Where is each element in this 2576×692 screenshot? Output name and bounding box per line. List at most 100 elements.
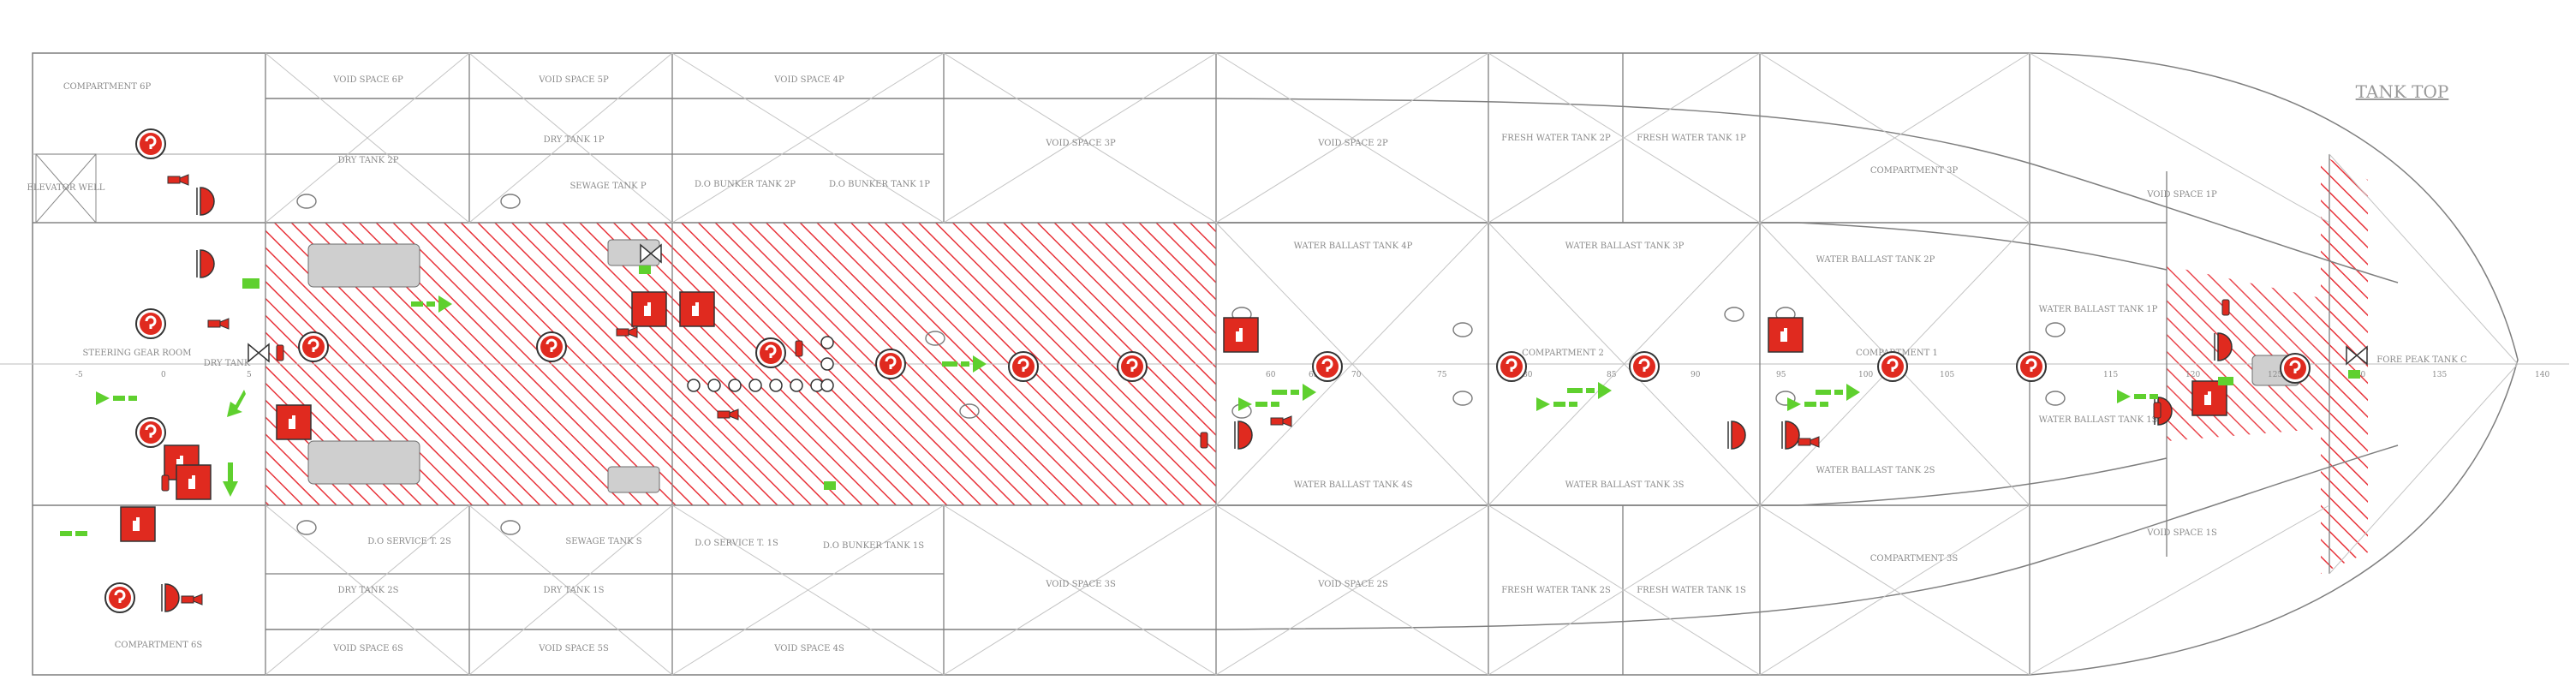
valve-icon — [728, 379, 742, 392]
fire-hose-icon — [717, 409, 739, 421]
main-engine-port — [307, 243, 420, 288]
frame-tick: 90 — [1690, 371, 1701, 379]
port-inner-hull — [265, 98, 2399, 283]
alarm-bell-icon — [2214, 332, 2233, 361]
label-void-space-3s: VOID SPACE 3S — [1045, 580, 1116, 589]
valve-icon — [2346, 345, 2368, 366]
label-void-space-1p: VOID SPACE 1P — [2146, 190, 2217, 200]
hull-structure — [0, 52, 2569, 676]
fire-detector-icon — [1877, 351, 1908, 382]
stbd-inner-hull — [265, 444, 2399, 630]
fire-hose-icon — [167, 174, 189, 186]
fire-detector-icon — [1008, 351, 1039, 382]
label-water-ballast-tank-3p: WATER BALLAST TANK 3P — [1565, 242, 1685, 251]
wing-tank-stbd — [1216, 457, 2168, 506]
label-fresh-water-tank-2p: FRESH WATER TANK 2P — [1501, 134, 1611, 143]
frame-tick: 70 — [1351, 371, 1362, 379]
escape-arrow-icon — [1787, 397, 1828, 411]
escape-arrow-icon — [1536, 397, 1577, 411]
label-dry-tank-1p: DRY TANK 1P — [544, 135, 605, 145]
escape-sign-icon — [2218, 377, 2233, 385]
x-line — [2329, 153, 2519, 365]
escape-arrow-icon — [1272, 384, 1316, 401]
fire-extinguisher-icon — [2221, 299, 2230, 316]
label-do-bunker-tank-1s: D.O BUNKER TANK 1S — [823, 541, 924, 551]
fire-extinguishers — [161, 299, 2230, 492]
fire-hose-icon — [207, 318, 230, 330]
escape-arrow-icon — [227, 390, 246, 417]
valve-icon — [820, 336, 834, 349]
manhole-icon — [500, 194, 521, 209]
manual-call-point-icon — [1768, 317, 1804, 353]
manhole-icon — [1452, 391, 1473, 406]
x-line — [943, 52, 1217, 224]
fire-detector-icon — [755, 337, 786, 368]
escape-arrow-icon — [942, 355, 987, 373]
fire-hose-icon — [616, 326, 638, 338]
x-line — [671, 52, 945, 224]
label-void-space-6s: VOID SPACE 6S — [332, 644, 403, 653]
label-compartment-6p: COMPARTMENT 6P — [63, 82, 152, 92]
escape-sign-icon — [2348, 370, 2360, 379]
x-line — [1759, 504, 2030, 676]
escape-arrow-icon — [1816, 384, 1860, 401]
fire-detector-icon — [2280, 353, 2311, 384]
label-water-ballast-tank-4s: WATER BALLAST TANK 4S — [1294, 480, 1413, 490]
label-elevator-well: ELEVATOR WELL — [27, 183, 105, 193]
hull-outline — [32, 52, 2519, 676]
fire-detector-icon — [135, 128, 166, 159]
frame-tick: 65 — [1309, 371, 1319, 379]
manhole-icon — [2045, 322, 2066, 337]
label-void-space-3p: VOID SPACE 3P — [1045, 139, 1116, 148]
label-fresh-water-tank-1s: FRESH WATER TANK 1S — [1637, 586, 1746, 595]
fire-hose-icon — [1798, 436, 1820, 448]
manhole-icon — [925, 331, 945, 346]
valve-icon — [820, 357, 834, 371]
x-line — [2029, 52, 2330, 224]
x-line — [265, 504, 470, 676]
fire-hose-icon — [1270, 415, 1292, 427]
x-line — [1488, 52, 1761, 224]
x-line — [1215, 52, 1489, 224]
manhole-icon — [2045, 391, 2066, 406]
fire-detector-icon — [536, 331, 567, 362]
frame-tick: 115 — [2103, 371, 2118, 379]
fire-detector-icon — [298, 331, 329, 362]
engine-room-machinery — [307, 239, 2300, 493]
label-dry-tank-2p: DRY TANK 2P — [338, 156, 399, 165]
manual-call-points — [120, 291, 2227, 542]
alarm-bell-icon — [196, 249, 215, 278]
escape-arrow-icon — [96, 391, 137, 405]
manholes — [296, 194, 2066, 535]
escape-sign-icon — [824, 481, 836, 490]
escape-arrow-icon — [1238, 397, 1279, 411]
x-line — [1488, 222, 1761, 506]
fire-hoses — [167, 174, 1820, 606]
label-compartment-6s: COMPARTMENT 6S — [115, 641, 203, 650]
fire-extinguisher-icon — [161, 474, 170, 492]
label-void-space-1s: VOID SPACE 1S — [2146, 528, 2217, 538]
label-compartment-2: COMPARTMENT 2 — [1522, 349, 1604, 358]
x-line — [468, 504, 673, 676]
manhole-icon — [1452, 322, 1473, 337]
manual-call-point-icon — [120, 506, 156, 542]
frame-tick: 75 — [1437, 371, 1447, 379]
x-line — [1215, 222, 1489, 506]
fire-detector-icon — [875, 349, 906, 379]
x-line — [1215, 504, 1489, 676]
label-void-space-4s: VOID SPACE 4S — [773, 644, 844, 653]
label-do-bunker-tank-2p: D.O BUNKER TANK 2P — [695, 180, 796, 189]
frame-tick: 125 — [2268, 371, 2282, 379]
frame-tick: -5 — [75, 371, 83, 379]
manual-call-point-icon — [631, 291, 667, 327]
manhole-icon — [1775, 391, 1796, 406]
alarm-bell-icon — [196, 187, 215, 216]
x-line — [468, 52, 673, 224]
wing-tank-port — [1216, 222, 2168, 271]
diagram-title: TANK TOP — [2356, 81, 2449, 102]
tank-cross-lines — [265, 52, 2519, 676]
fire-detector-icon — [1312, 351, 1343, 382]
frame-tick: 140 — [2535, 371, 2549, 379]
label-sewage-tank-p: SEWAGE TANK P — [569, 182, 646, 191]
label-void-space-2p: VOID SPACE 2P — [1317, 139, 1388, 148]
